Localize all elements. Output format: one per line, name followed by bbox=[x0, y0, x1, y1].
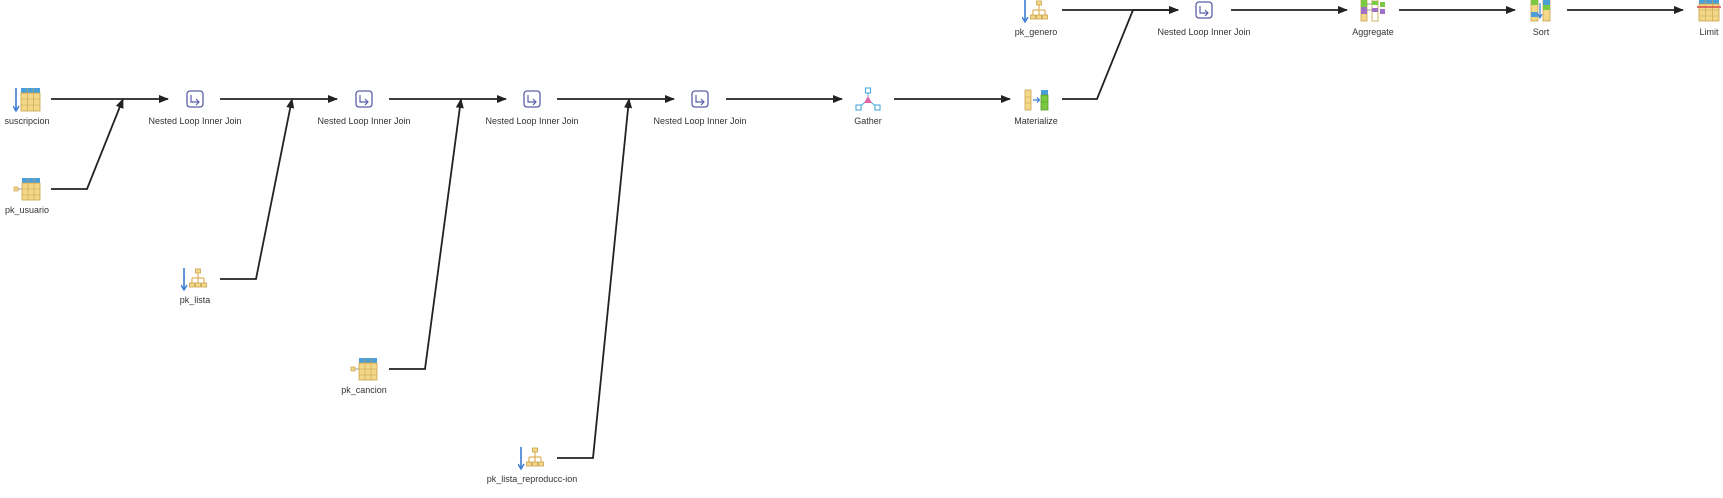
node-label: pk_cancion bbox=[341, 385, 387, 395]
index-scan-icon bbox=[350, 358, 378, 381]
node-label: Nested Loop Inner Join bbox=[1157, 27, 1251, 37]
node-pk-lista-reproduccion[interactable]: pk_lista_reproducc-ion bbox=[477, 444, 587, 484]
node-pk-cancion[interactable]: pk_cancion bbox=[309, 355, 419, 395]
node-suscripcion[interactable]: suscripcion bbox=[0, 86, 82, 126]
limit-icon bbox=[1697, 0, 1721, 22]
node-label: Nested Loop Inner Join bbox=[148, 116, 242, 126]
node-nested-loop-5[interactable]: Nested Loop Inner Join bbox=[1149, 0, 1259, 37]
node-gather[interactable]: Gather bbox=[813, 86, 923, 126]
node-label: pk_usuario bbox=[4, 205, 50, 215]
node-label: Limit bbox=[1699, 27, 1719, 37]
index-scan-icon bbox=[13, 178, 41, 201]
wire-pk-lista-reproduccion-to-join4 bbox=[557, 98, 633, 459]
node-pk-genero[interactable]: pk_genero bbox=[981, 0, 1091, 37]
node-limit[interactable]: Limit bbox=[1654, 0, 1723, 37]
node-label: Nested Loop Inner Join bbox=[485, 116, 579, 126]
node-label: Aggregate bbox=[1352, 27, 1394, 37]
node-label: pk_lista bbox=[179, 295, 211, 305]
node-label: Nested Loop Inner Join bbox=[317, 116, 411, 126]
node-sort[interactable]: Sort bbox=[1486, 0, 1596, 37]
nested-loop-icon bbox=[1195, 1, 1213, 19]
wire-pk-usuario-to-join1 bbox=[51, 98, 124, 190]
index-only-scan-icon bbox=[1022, 0, 1048, 24]
node-nested-loop-1[interactable]: Nested Loop Inner Join bbox=[140, 86, 250, 126]
node-label: Materialize bbox=[1014, 116, 1058, 126]
node-label: Gather bbox=[854, 116, 882, 126]
nested-loop-icon bbox=[355, 90, 373, 108]
wire-pk-cancion-to-join3 bbox=[389, 98, 464, 370]
wire-pk-lista-to-join2 bbox=[220, 98, 295, 280]
node-materialize[interactable]: Materialize bbox=[981, 86, 1091, 126]
node-label: Nested Loop Inner Join bbox=[653, 116, 747, 126]
node-label: suscripcion bbox=[4, 116, 50, 126]
node-pk-lista[interactable]: pk_lista bbox=[140, 265, 250, 305]
node-label: Sort bbox=[1532, 27, 1550, 37]
seq-scan-icon bbox=[13, 88, 41, 113]
node-aggregate[interactable]: Aggregate bbox=[1318, 0, 1428, 37]
nested-loop-icon bbox=[691, 90, 709, 108]
index-only-scan-icon bbox=[518, 447, 544, 471]
nested-loop-icon bbox=[523, 90, 541, 108]
gather-icon bbox=[855, 87, 881, 111]
materialize-icon bbox=[1024, 89, 1049, 111]
node-label: pk_genero bbox=[1014, 27, 1058, 37]
sort-icon bbox=[1530, 0, 1551, 22]
nested-loop-icon bbox=[186, 90, 204, 108]
index-only-scan-icon bbox=[181, 268, 207, 292]
node-nested-loop-2[interactable]: Nested Loop Inner Join bbox=[309, 86, 419, 126]
node-label: pk_lista_reproducc-ion bbox=[486, 474, 578, 484]
aggregate-icon bbox=[1360, 0, 1385, 22]
node-pk-usuario[interactable]: pk_usuario bbox=[0, 175, 82, 215]
node-nested-loop-3[interactable]: Nested Loop Inner Join bbox=[477, 86, 587, 126]
node-nested-loop-4[interactable]: Nested Loop Inner Join bbox=[645, 86, 755, 126]
